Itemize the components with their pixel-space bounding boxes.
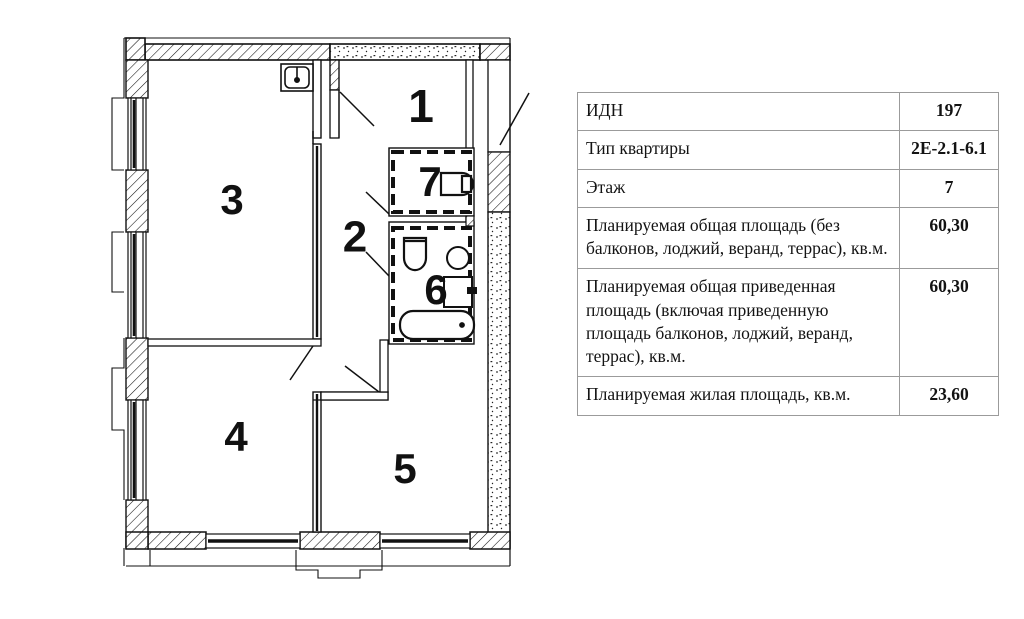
- spec-value-floor: 7: [899, 168, 999, 208]
- room-label-2: 2: [343, 213, 367, 262]
- apartment-spec-table-container: ИДН 197 Тип квартиры 2Е-2.1-6.1 Этаж 7 П…: [577, 91, 999, 416]
- spec-value-idn: 197: [899, 91, 999, 132]
- spec-key-total-area: Планируемая общая площадь (без балконов,…: [577, 206, 900, 270]
- spec-value-total-reduced-area: 60,30: [899, 268, 999, 378]
- spec-value-total-area: 60,30: [899, 206, 999, 270]
- room-label-1: 1: [408, 80, 434, 132]
- spec-key-floor: Этаж: [577, 168, 900, 208]
- table-row: Планируемая общая приведенная площадь (в…: [577, 268, 999, 378]
- room-label-4: 4: [224, 413, 248, 460]
- table-row: Планируемая жилая площадь, кв.м. 23,60: [577, 376, 999, 416]
- table-row: Тип квартиры 2Е-2.1-6.1: [577, 130, 999, 170]
- spec-key-apartment-type: Тип квартиры: [577, 130, 900, 170]
- table-row: Планируемая общая площадь (без балконов,…: [577, 206, 999, 270]
- spec-table-body: ИДН 197 Тип квартиры 2Е-2.1-6.1 Этаж 7 П…: [577, 91, 999, 416]
- spec-key-living-area: Планируемая жилая площадь, кв.м.: [577, 376, 900, 416]
- room-label-7: 7: [418, 158, 441, 205]
- room-label-6: 6: [424, 266, 447, 313]
- spec-value-apartment-type: 2Е-2.1-6.1: [899, 130, 999, 170]
- spec-key-idn: ИДН: [577, 91, 900, 132]
- plan-geometry: [111, 37, 530, 579]
- room-label-5: 5: [393, 445, 416, 492]
- room-label-3: 3: [220, 176, 243, 223]
- apartment-spec-table: ИДН 197 Тип квартиры 2Е-2.1-6.1 Этаж 7 П…: [577, 91, 999, 416]
- spec-value-living-area: 23,60: [899, 376, 999, 416]
- room-number-labels: 1 2 3 4 5 6 7: [220, 80, 447, 492]
- floor-plan-drawing: 1 2 3 4 5 6 7: [111, 37, 530, 579]
- table-row: Этаж 7: [577, 168, 999, 208]
- spec-key-total-reduced-area: Планируемая общая приведенная площадь (в…: [577, 268, 900, 378]
- table-row: ИДН 197: [577, 91, 999, 132]
